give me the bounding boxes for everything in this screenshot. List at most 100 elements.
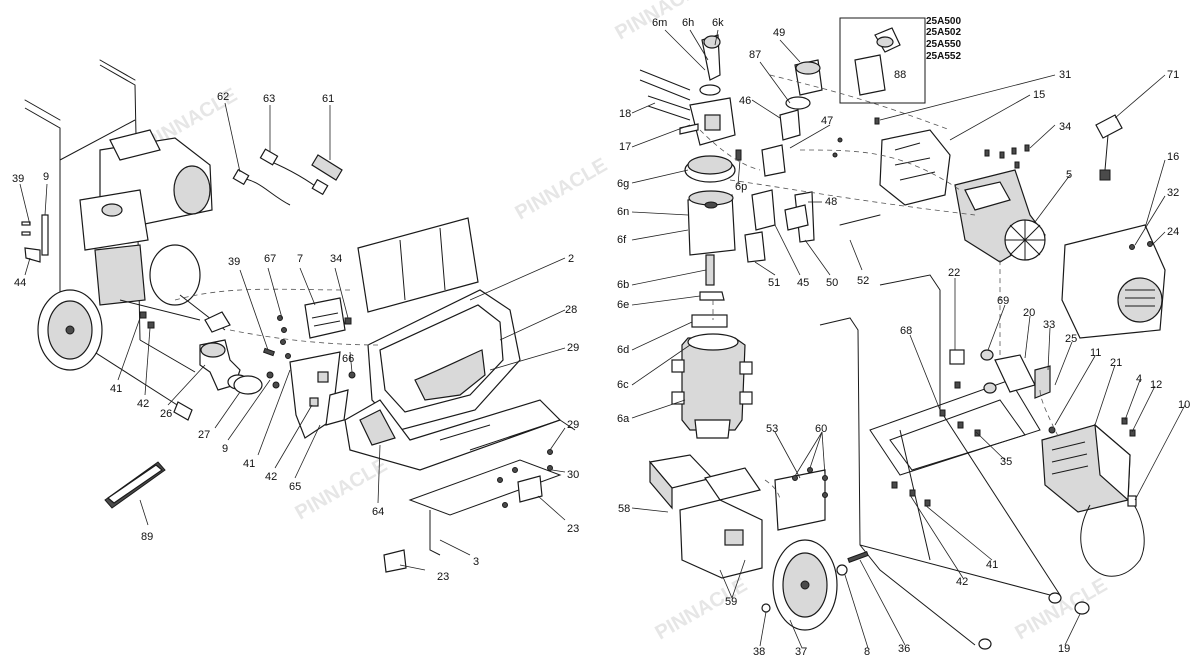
callout-label: 27 [198,429,210,441]
cart-frame-right [648,214,1090,650]
callout-label: 69 [997,295,1009,307]
watermark: PINNACLE [512,154,612,224]
callout-labels: 39 9 44 62 63 61 41 42 26 39 67 7 34 2 2… [12,17,1190,658]
callout-label: 51 [768,277,780,289]
hopper-tank [344,217,562,471]
outlet-fittings [744,59,823,263]
callout-label: 3 [473,556,479,568]
callout-label: 6m [652,17,667,29]
callout-label: 65 [289,481,301,493]
callout-label: 36 [898,643,910,655]
callout-label: 63 [263,93,275,105]
callout-label: 39 [228,256,240,268]
callout-label: 62 [217,91,229,103]
callout-label: 58 [618,503,630,515]
callout-label: 61 [322,93,334,105]
left-small-parts [21,148,356,439]
callout-label: 24 [1167,226,1179,238]
control-box [1041,417,1145,577]
callout-label: 34 [1059,121,1071,133]
callout-label: 71 [1167,69,1179,81]
callout-label: 42 [137,398,149,410]
callout-label: 6f [617,234,627,246]
callout-label: 34 [330,253,342,265]
callout-label: 7 [297,253,303,265]
callout-label: 29 [567,419,579,431]
callout-label: 22 [948,267,960,279]
inset-model-number: 25A552 [926,51,961,62]
callout-label: 53 [766,423,778,435]
inset-model-number: 25A550 [926,39,961,50]
callout-label: 26 [160,408,172,420]
callout-label: 88 [894,69,906,81]
watermark: PINNACLE [652,574,752,644]
callout-label: 9 [222,443,228,455]
inset-model-number: 25A500 [926,16,961,27]
callout-label: 48 [825,196,837,208]
callout-label: 15 [1033,89,1045,101]
callout-label: 6c [617,379,629,391]
callout-label: 42 [956,576,968,588]
callout-label: 38 [753,646,765,658]
callout-label: 4 [1136,373,1142,385]
callout-label: 2 [568,253,574,265]
watermark: PINNACLE [1012,574,1112,644]
callout-label: 52 [857,275,869,287]
callout-label: 10 [1178,399,1190,411]
callout-label: 30 [567,469,579,481]
callout-label: 25 [1065,333,1077,345]
callout-label: 87 [749,49,761,61]
callout-label: 6h [682,17,694,29]
callout-label: 6e [617,299,629,311]
callout-label: 6d [617,344,629,356]
callout-label: 5 [1066,169,1072,181]
callout-label: 6p [735,181,747,193]
callout-label: 49 [773,27,785,39]
callout-label: 44 [14,277,26,289]
callout-label: 19 [1058,643,1070,655]
brand-watermarks: PINNACLE PINNACLE PINNACLE PINNACLE PINN… [142,0,1112,644]
callout-label: 39 [12,173,24,185]
callout-label: 46 [739,95,751,107]
callout-label: 47 [821,115,833,127]
callout-label: 42 [265,471,277,483]
callout-label: 6a [617,413,630,425]
callout-label: 45 [797,277,809,289]
callout-label: 41 [986,559,998,571]
callout-label: 12 [1150,379,1162,391]
callout-label: 29 [567,342,579,354]
callout-label: 89 [141,531,153,543]
callout-label: 18 [619,108,631,120]
callout-label: 32 [1167,187,1179,199]
assembly-guide-lines [174,74,1061,501]
callout-label: 33 [1043,319,1055,331]
callout-label: 17 [619,141,631,153]
motor-assembly [832,114,1166,339]
callout-label: 20 [1023,307,1035,319]
callout-label: 59 [725,596,737,608]
model-inset-box: 25A500 25A502 25A550 25A552 [839,16,961,104]
callout-label: 9 [43,171,49,183]
callout-label: 21 [1110,357,1122,369]
callout-label: 6n [617,206,629,218]
callout-label: 28 [565,304,577,316]
belt [104,461,166,509]
callout-label: 31 [1059,69,1071,81]
callout-label: 6g [617,178,629,190]
callout-label: 41 [243,458,255,470]
callout-label: 8 [864,646,870,658]
leader-lines [19,29,1186,649]
callout-label: 16 [1167,151,1179,163]
callout-label: 35 [1000,456,1012,468]
assembled-sprayer [24,59,226,411]
callout-label: 37 [795,646,807,658]
callout-label: 11 [1090,347,1101,359]
callout-label: 41 [110,383,122,395]
callout-label: 23 [437,571,449,583]
callout-label: 66 [342,353,354,365]
pump-stack [639,34,753,439]
inset-model-number: 25A502 [926,27,961,38]
callout-label: 68 [900,325,912,337]
